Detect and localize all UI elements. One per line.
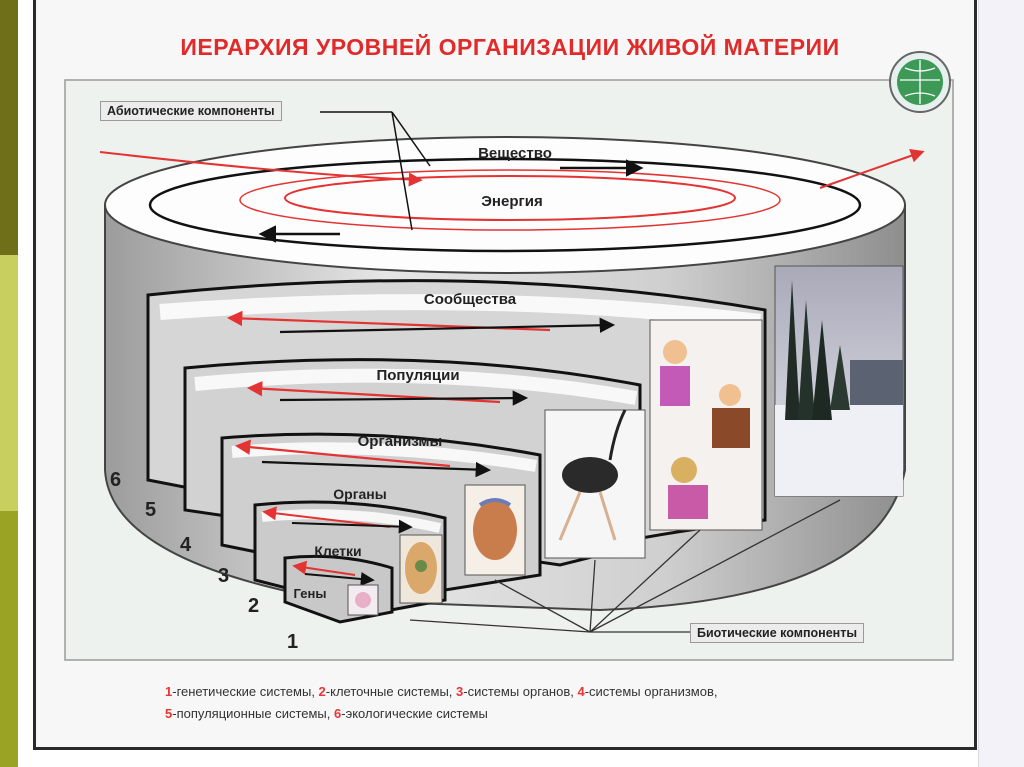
legend-text: -популяционные системы, <box>172 706 334 721</box>
level-4-name: Организмы <box>358 433 443 450</box>
level-1-name: Гены <box>294 586 327 601</box>
level-6-number: 6 <box>110 469 121 491</box>
people-image <box>650 320 762 530</box>
forest-image <box>775 266 903 496</box>
level-1-number: 1 <box>287 631 298 653</box>
level-3-name: Органы <box>333 486 386 502</box>
legend-text: -экологические системы <box>341 706 488 721</box>
abiotic-components-label: Абиотические компоненты <box>100 101 282 121</box>
legend-text: -системы организмов, <box>585 684 718 699</box>
legend-line-2: 5-популяционные системы, 6-экологические… <box>165 706 885 721</box>
legend-num: 2 <box>319 684 326 699</box>
level-3-number: 3 <box>218 565 229 587</box>
globe-icon <box>890 52 950 112</box>
level-2-name: Клетки <box>314 543 361 559</box>
level-5-name: Популяции <box>376 367 459 384</box>
level-5-number: 5 <box>145 499 156 521</box>
matter-label: Вещество <box>478 145 552 162</box>
legend-text: -генетические системы, <box>172 684 318 699</box>
energy-label: Энергия <box>481 193 542 210</box>
legend-num: 4 <box>577 684 584 699</box>
biotic-components-label: Биотические компоненты <box>690 623 864 643</box>
page-title: ИЕРАРХИЯ УРОВНЕЙ ОРГАНИЗАЦИИ ЖИВОЙ МАТЕР… <box>150 34 870 61</box>
legend-text: -клеточные системы, <box>326 684 456 699</box>
cell-image <box>400 535 442 603</box>
heart-image <box>465 485 525 575</box>
level-4-number: 4 <box>180 534 192 556</box>
level-6-name: Сообщества <box>424 291 517 308</box>
level-2-number: 2 <box>248 595 259 617</box>
legend-line-1: 1-генетические системы, 2-клеточные сист… <box>165 684 885 699</box>
gene-image <box>348 585 378 615</box>
ostrich-image <box>545 410 645 558</box>
legend-text: -системы органов, <box>463 684 577 699</box>
